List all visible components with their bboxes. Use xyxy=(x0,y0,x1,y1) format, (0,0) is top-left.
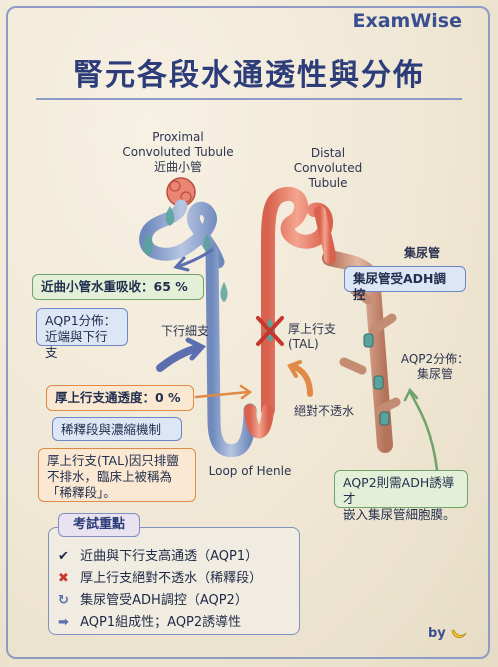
tal-note-line-1: 厚上行支(TAL)因只排鹽 xyxy=(47,453,179,468)
summary-item: ✔ 近曲與下行支高通透（AQP1） xyxy=(58,545,258,564)
tal-note-box: 厚上行支(TAL)因只排鹽 不排水，臨床上被稱為 「稀釋段」。 xyxy=(38,448,196,502)
adh-control-box: 集尿管受ADH調控 xyxy=(344,266,466,302)
distal-label-3: Tubule xyxy=(308,176,348,190)
descending-limb xyxy=(205,245,257,458)
summary-item-text: 集尿管受ADH調控（AQP2） xyxy=(80,593,248,608)
proximal-reabsorption-box: 近曲小管水重吸收：65 % xyxy=(32,274,204,300)
impermeable-label: 絕對不透水 xyxy=(293,404,354,418)
curved-arrow-icon: ↻ xyxy=(58,593,69,608)
summary-item-text: AQP1組成性；AQP2誘導性 xyxy=(80,615,242,630)
loop-connector xyxy=(244,404,274,439)
descending-limb-label: 下行細支 xyxy=(160,324,209,338)
aqp2-distribution-line-2: 集尿管 xyxy=(416,367,453,381)
aqp2-note-box: AQP2則需ADH誘導才 嵌入集尿管細胞膜。 xyxy=(334,470,468,522)
aqp1-box-line-1: AQP1分佈： xyxy=(45,313,117,328)
pointer-arrows xyxy=(156,248,439,472)
tal-label-zh: 厚上行支 xyxy=(288,322,337,336)
aqp2-channels xyxy=(363,333,390,426)
tal-no-water-icon xyxy=(256,316,284,346)
page-frame xyxy=(6,6,490,659)
summary-item: ✖ 厚上行支絕對不透水（稀釋段） xyxy=(58,567,262,586)
tal-note-line-3: 「稀釋段」。 xyxy=(47,485,116,500)
aqp2-note-line-2: 嵌入集尿管細胞膜。 xyxy=(343,507,456,522)
summary-heading: 考試重點 xyxy=(58,513,140,537)
right-arrow-icon: ➡ xyxy=(58,615,69,630)
diluting-segment-box: 稀釋段與濃縮機制 xyxy=(52,417,182,441)
footer-credit: by xyxy=(428,626,468,641)
summary-item: ↻ 集尿管受ADH調控（AQP2） xyxy=(58,589,248,608)
check-icon: ✔ xyxy=(58,549,69,564)
summary-item-text: 厚上行支絕對不透水（稀釋段） xyxy=(80,571,263,586)
proximal-label-en-1: Proximal xyxy=(152,130,204,144)
title-divider xyxy=(36,98,462,100)
footer-by-text: by xyxy=(428,626,446,641)
summary-item-text: 近曲與下行支高通透（AQP1） xyxy=(80,549,259,564)
collecting-duct-label: 集尿管 xyxy=(403,246,440,260)
proximal-label-en-2: Convoluted Tubule xyxy=(122,145,234,159)
aqp2-distribution-line-1: AQP2分佈： xyxy=(400,352,470,366)
loop-of-henle-label: Loop of Henle xyxy=(208,464,292,478)
cross-icon: ✖ xyxy=(58,571,69,586)
distal-label: Distal Convoluted Tubule xyxy=(288,146,368,191)
summary-item: ➡ AQP1組成性；AQP2誘導性 xyxy=(58,611,241,630)
glomerulus xyxy=(166,177,196,207)
proximal-label-zh: 近曲小管 xyxy=(153,160,202,174)
aqp1-box-line-2: 近端與下行支 xyxy=(45,329,108,360)
brand-logo: ExamWise xyxy=(352,10,462,32)
proximal-label: Proximal Convoluted Tubule 近曲小管 xyxy=(118,130,238,175)
distal-label-1: Distal xyxy=(310,146,346,160)
aqp1-distribution-box: AQP1分佈： 近端與下行支 xyxy=(36,308,128,360)
aqp2-distribution-label: AQP2分佈： 集尿管 xyxy=(398,352,472,382)
distal-label-2: Convoluted xyxy=(293,161,363,175)
tal-note-line-2: 不排水，臨床上被稱為 xyxy=(47,469,173,484)
tal-permeability-box: 厚上行支通透度：0 % xyxy=(46,385,194,411)
proximal-tubule xyxy=(139,199,225,269)
tal-label: 厚上行支 (TAL) xyxy=(288,322,348,352)
page-title: 腎元各段水通透性與分佈 xyxy=(73,58,425,93)
aqp2-note-line-1: AQP2則需ADH誘導才 xyxy=(343,475,455,506)
summary-panel xyxy=(48,527,300,635)
water-droplet-icons xyxy=(143,206,228,302)
banana-icon xyxy=(451,628,467,638)
tal-label-en: (TAL) xyxy=(288,337,319,351)
